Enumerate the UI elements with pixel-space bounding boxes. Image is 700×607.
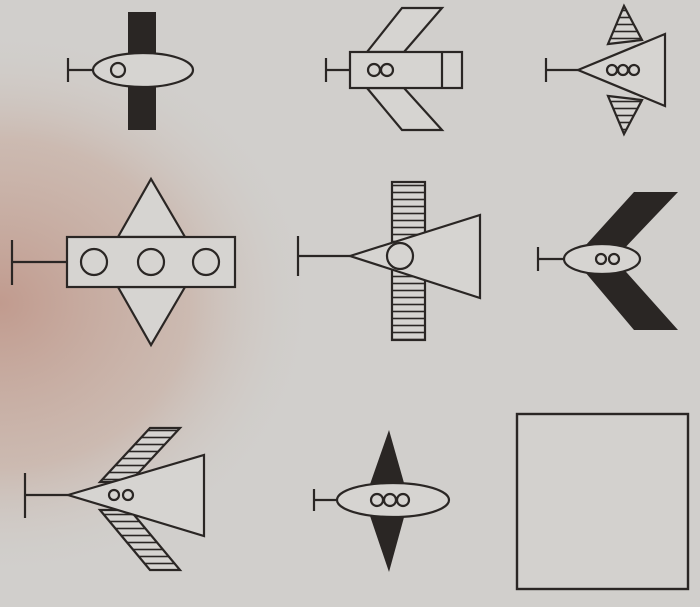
body-oval: [337, 483, 449, 517]
body-rectangle: [350, 52, 462, 88]
body-oval: [93, 53, 193, 87]
answer-box-empty: [517, 414, 688, 589]
body-rectangle: [67, 237, 235, 287]
body-oval: [564, 244, 640, 274]
